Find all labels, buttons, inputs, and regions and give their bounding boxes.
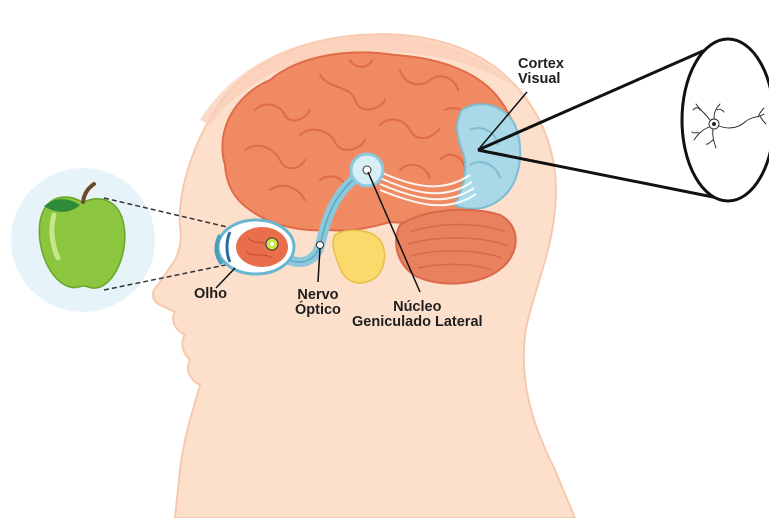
visual-cortex-label-line1: Cortex (518, 57, 564, 72)
optic-nerve-label-line1: Nervo (295, 288, 341, 303)
lgn-label: Núcleo Geniculado Lateral (352, 300, 483, 330)
visual-cortex-label: Cortex Visual (518, 57, 564, 87)
lgn-label-line2: Geniculado Lateral (352, 315, 483, 330)
optic-nerve-label-line2: Óptico (295, 303, 341, 318)
visual-cortex-label-line2: Visual (518, 72, 564, 87)
eye-label: Olho (194, 287, 227, 302)
lgn-label-line1: Núcleo (352, 300, 483, 315)
optic-nerve-label: Nervo Óptico (295, 288, 341, 318)
eye (216, 220, 294, 274)
eye-label-text: Olho (194, 287, 227, 302)
lgn-dot (363, 166, 371, 174)
optic-nerve-dot (317, 242, 324, 249)
magnify-circle (682, 39, 769, 201)
